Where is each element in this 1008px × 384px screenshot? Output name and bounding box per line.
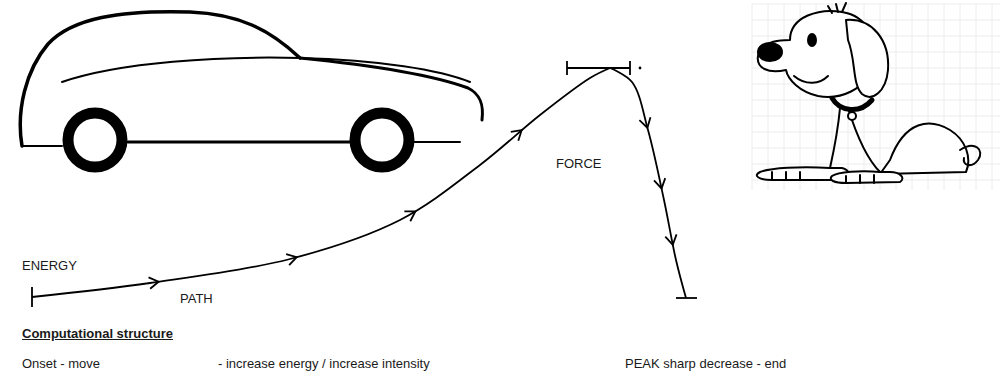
grid-line <box>752 132 1000 133</box>
structure-note: - increase energy / increase intensity <box>218 356 430 372</box>
grid-background <box>752 4 1000 190</box>
grid-line <box>752 100 1000 101</box>
arrow-chevron <box>511 130 522 140</box>
curve-line <box>32 68 610 297</box>
grid-line <box>768 4 769 190</box>
grid-line <box>752 4 753 190</box>
dog-drawing <box>757 3 981 183</box>
section-heading: Computational structure <box>22 326 173 342</box>
grid-line <box>752 4 1000 5</box>
arrow-chevron <box>639 117 650 128</box>
grid-line <box>752 116 1000 117</box>
curve-label: PATH <box>180 291 213 307</box>
arrow-chevron <box>404 211 415 221</box>
curve-label: FORCE <box>556 156 602 172</box>
arrow-chevron <box>149 277 159 288</box>
dot <box>639 67 642 70</box>
car-drawing <box>20 12 482 167</box>
path-marks <box>32 61 697 307</box>
structure-note: Onset - move <box>22 356 100 372</box>
structure-note: PEAK sharp decrease - end <box>625 356 786 372</box>
grid-line <box>784 4 785 190</box>
arrow-chevron <box>665 234 676 244</box>
grid-line <box>752 20 1000 21</box>
grid-line <box>992 4 993 190</box>
arrow-chevron <box>286 254 297 265</box>
arrow-chevron <box>654 178 665 188</box>
curve-line <box>610 68 686 298</box>
energy-curve <box>32 68 686 298</box>
grid-line <box>880 4 881 190</box>
curve-label: ENERGY <box>22 258 77 274</box>
